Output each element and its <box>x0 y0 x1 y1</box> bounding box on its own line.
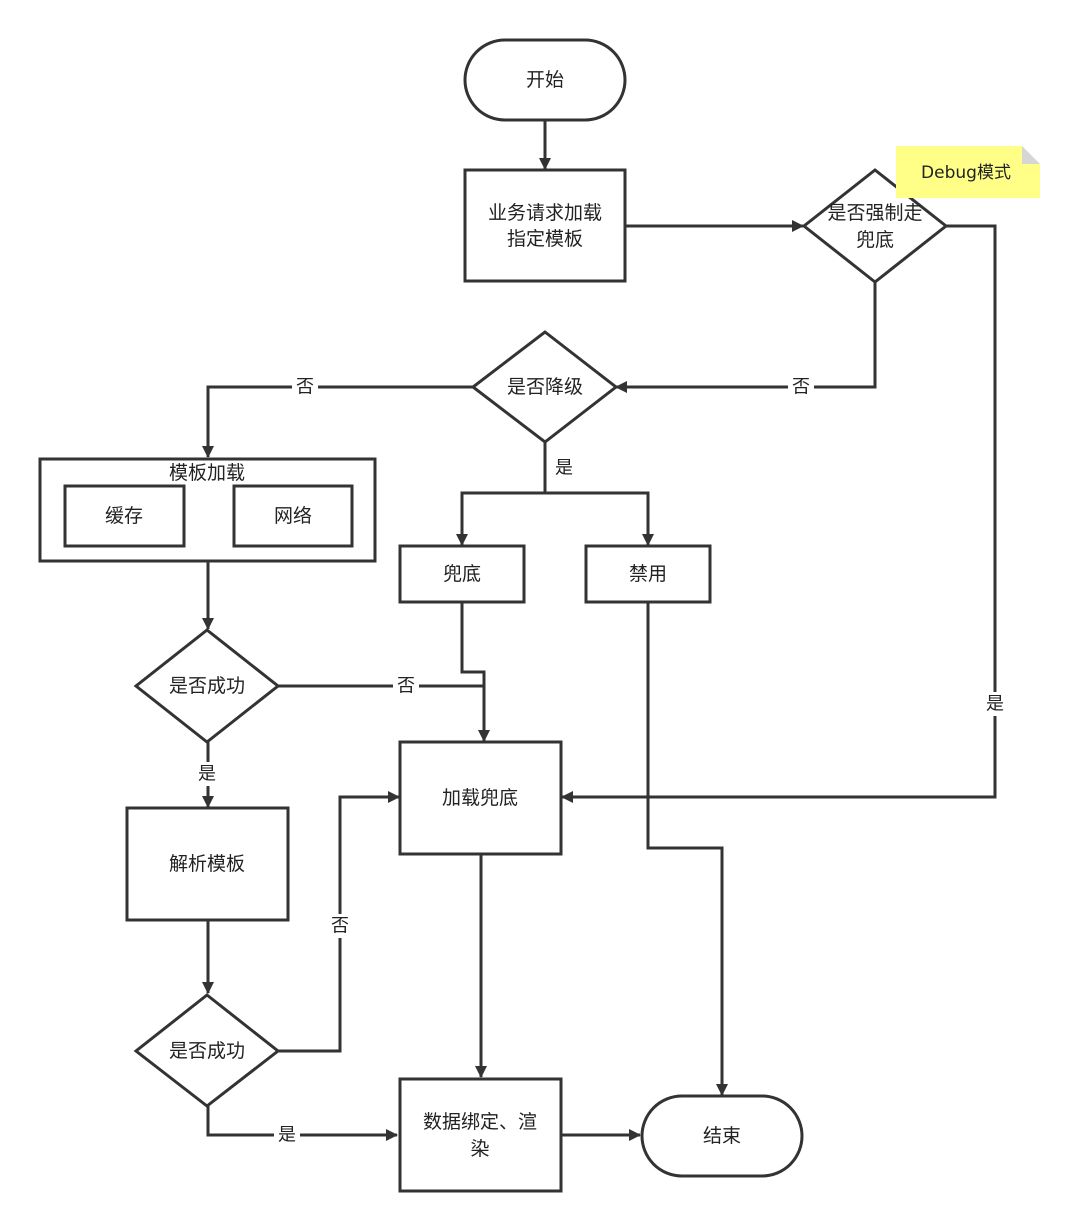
downgrade-label: 是否降级 <box>507 376 583 398</box>
force-label-line1: 是否强制走 <box>827 202 922 224</box>
node-success1: 是否成功 <box>133 628 281 744</box>
label-success1-no: 否 <box>397 676 415 697</box>
label-bg-success1-yes <box>194 762 220 786</box>
label-bg-success2-yes <box>274 1123 300 1147</box>
edge-success2-yes-to-bind <box>206 1106 398 1141</box>
label-force-no: 否 <box>792 377 810 398</box>
success2-decision <box>133 993 281 1108</box>
template-load-label: 模板加载 <box>169 462 245 484</box>
edge-disable-to-end <box>646 602 728 1096</box>
node-load-fallback: 加载兜底 <box>398 740 563 856</box>
request-label-line1: 业务请求加载 <box>488 202 602 224</box>
end-terminal <box>640 1094 804 1178</box>
success1-decision <box>133 628 281 744</box>
bind-label-line1: 数据绑定、渲 <box>423 1111 537 1133</box>
load-fallback-label: 加载兜底 <box>442 787 518 809</box>
cache-label: 缓存 <box>105 505 143 527</box>
note-body <box>896 146 1040 198</box>
downgrade-decision <box>470 330 619 444</box>
node-start: 开始 <box>463 38 627 122</box>
label-bg-force-no <box>788 375 814 399</box>
edge-force-no-to-downgrade <box>615 282 877 393</box>
node-fallback: 兜底 <box>398 544 526 604</box>
fallback-label: 兜底 <box>443 563 481 585</box>
request-label-line2: 指定模板 <box>507 228 583 250</box>
label-bg-downgrade-yes <box>551 456 577 480</box>
edge-downgrade-yes-to-disable <box>545 491 654 546</box>
start-terminal <box>463 38 627 122</box>
edge-downgrade-no-to-template-load <box>202 385 473 458</box>
node-request: 业务请求加载 指定模板 <box>463 168 627 283</box>
label-bg-success2-no <box>327 914 353 938</box>
end-label: 结束 <box>703 1125 741 1147</box>
fallback-process <box>398 544 526 604</box>
cache-box <box>63 484 186 548</box>
force-label-line2: 兜底 <box>856 229 894 251</box>
success2-label: 是否成功 <box>169 1040 245 1062</box>
bind-label-line2: 染 <box>470 1138 489 1160</box>
note-label: Debug模式 <box>921 163 1011 183</box>
node-disable: 禁用 <box>584 544 712 604</box>
disable-process <box>584 544 712 604</box>
label-downgrade-yes: 是 <box>555 458 573 479</box>
note-fold <box>1022 146 1040 164</box>
debug-note: Debug模式 <box>896 146 1040 198</box>
label-downgrade-no: 否 <box>296 377 314 398</box>
request-process <box>463 168 627 283</box>
disable-label: 禁用 <box>629 563 667 585</box>
node-downgrade: 是否降级 <box>470 330 619 444</box>
node-template-load: 模板加载 缓存 网络 <box>38 457 377 563</box>
label-success2-yes: 是 <box>278 1125 296 1146</box>
network-label: 网络 <box>274 505 312 527</box>
node-parse: 解析模板 <box>125 806 290 922</box>
label-bg-success1-no <box>393 674 419 698</box>
edge-fallback-to-load-fallback <box>460 602 490 742</box>
bind-render-process <box>398 1077 563 1193</box>
label-success2-no: 否 <box>331 916 349 937</box>
parse-label: 解析模板 <box>169 853 245 875</box>
edge-downgrade-yes-to-fallback <box>456 442 547 546</box>
label-bg-force-yes <box>982 692 1008 716</box>
edge-labels: 否 是 否 是 否 是 否 是 <box>194 375 1008 1147</box>
network-box <box>232 484 354 548</box>
node-bind-render: 数据绑定、渲 染 <box>398 1077 563 1193</box>
node-success2: 是否成功 <box>133 993 281 1108</box>
label-bg-downgrade-no <box>292 375 318 399</box>
label-force-yes: 是 <box>986 694 1004 715</box>
success1-label: 是否成功 <box>169 675 245 697</box>
load-fallback-process <box>398 740 563 856</box>
parse-process <box>125 806 290 922</box>
edge-force-yes-to-load-fallback <box>561 224 997 803</box>
node-end: 结束 <box>640 1094 804 1178</box>
start-label: 开始 <box>526 69 564 91</box>
nodes: 开始 业务请求加载 指定模板 是否强制走 兜底 是否降级 模板加载 缓存 网络 <box>38 38 949 1193</box>
label-success1-yes: 是 <box>198 764 216 785</box>
